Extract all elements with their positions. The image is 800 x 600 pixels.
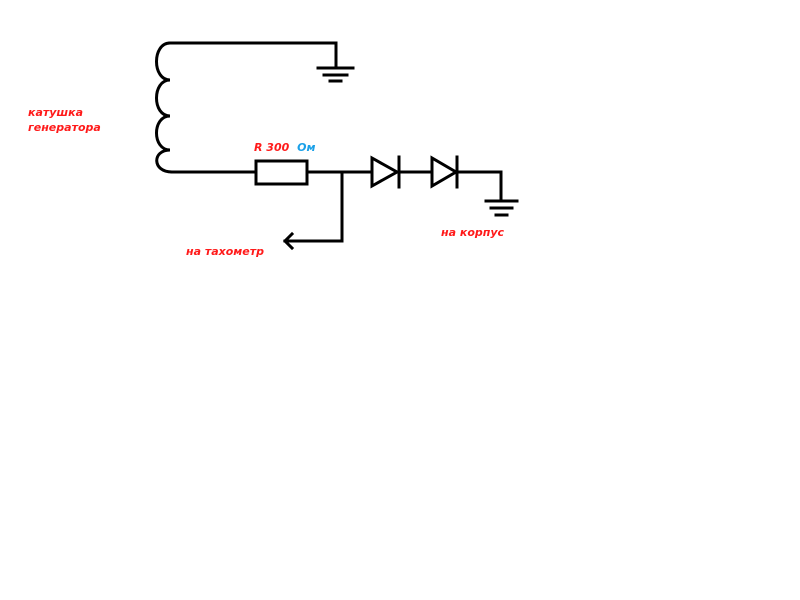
coil-winding [155, 41, 174, 174]
resistor [254, 159, 309, 186]
resistor-unit: Ом [297, 141, 315, 154]
generator-coil [155, 41, 338, 174]
diode-2 [430, 155, 459, 189]
coil-top-lead [168, 41, 338, 70]
wire-to-chassis-ground [455, 170, 503, 202]
tachometer-label: на тахометр [186, 245, 264, 258]
coil-label-line-2: генератора [28, 121, 101, 134]
arrow-left-icon [282, 231, 295, 251]
diode-1 [370, 155, 401, 189]
wire-to-tachometer [283, 170, 344, 243]
ground-symbol-right [484, 199, 519, 217]
chassis-label: на корпус [441, 226, 505, 239]
coil-label-line-1: катушка [28, 106, 83, 119]
ground-symbol-top [316, 66, 355, 83]
resistor-label: R 300 Ом [254, 141, 315, 154]
resistor-value: R 300 [254, 141, 290, 154]
